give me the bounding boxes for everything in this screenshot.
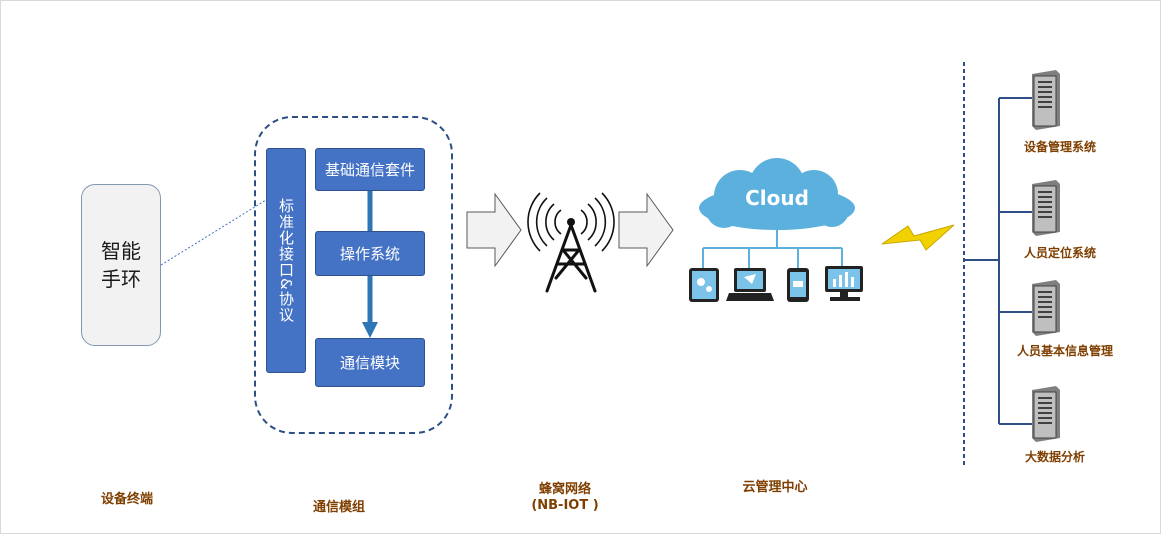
basic-comm-kit-box: 基础通信套件 <box>315 148 425 191</box>
caption-cellular-network: 蜂窝网络 <box>538 482 591 497</box>
smart-band-box: 智能手环 <box>81 184 161 346</box>
server-label-device-mgmt: 设备管理系统 <box>1023 140 1096 154</box>
phone-icon <box>787 268 809 302</box>
device-interface-connector <box>160 199 267 266</box>
os-box: 操作系统 <box>315 231 425 276</box>
caption-device-terminal: 设备终端 <box>100 492 153 507</box>
lightning-icon <box>881 224 955 251</box>
module-flow-arrowhead <box>362 322 378 338</box>
arrow-right-1 <box>466 192 522 268</box>
cloud-network-group <box>689 158 863 302</box>
basic-comm-kit-label: 基础通信套件 <box>324 160 415 179</box>
cloud-title: Cloud <box>745 186 809 210</box>
server-label-big-data: 大数据分析 <box>1024 450 1085 464</box>
comm-module-label: 通信模块 <box>339 353 400 372</box>
server-rack-group <box>963 62 1060 466</box>
smart-band-label: 智能手环 <box>101 239 141 291</box>
server-icon-4 <box>1032 386 1060 442</box>
laptop-icon <box>726 268 774 301</box>
server-label-personnel-info: 人员基本信息管理 <box>1016 344 1113 358</box>
tablet-icon <box>689 268 719 302</box>
comm-module-group <box>254 116 453 434</box>
server-icon-3 <box>1032 280 1060 336</box>
interface-protocol-label: 标准化接口&协议 <box>277 198 295 323</box>
server-icon-1 <box>1032 70 1060 130</box>
caption-cloud-center: 云管理中心 <box>742 480 808 495</box>
os-label: 操作系统 <box>339 244 400 263</box>
cloud-icon <box>699 158 855 230</box>
server-label-personnel-location: 人员定位系统 <box>1023 246 1096 260</box>
desktop-monitor-icon <box>825 266 863 301</box>
cloud-links <box>702 228 843 268</box>
caption-nb-iot: (NB-IOT ) <box>531 498 599 513</box>
cell-tower-icon <box>527 192 615 293</box>
interface-protocol-bar: 标准化接口&协议 <box>266 148 306 373</box>
comm-module-box: 通信模块 <box>315 338 425 387</box>
caption-comm-module: 通信模组 <box>312 500 365 515</box>
server-icon-2 <box>1032 180 1060 236</box>
arrow-right-2 <box>618 192 674 268</box>
